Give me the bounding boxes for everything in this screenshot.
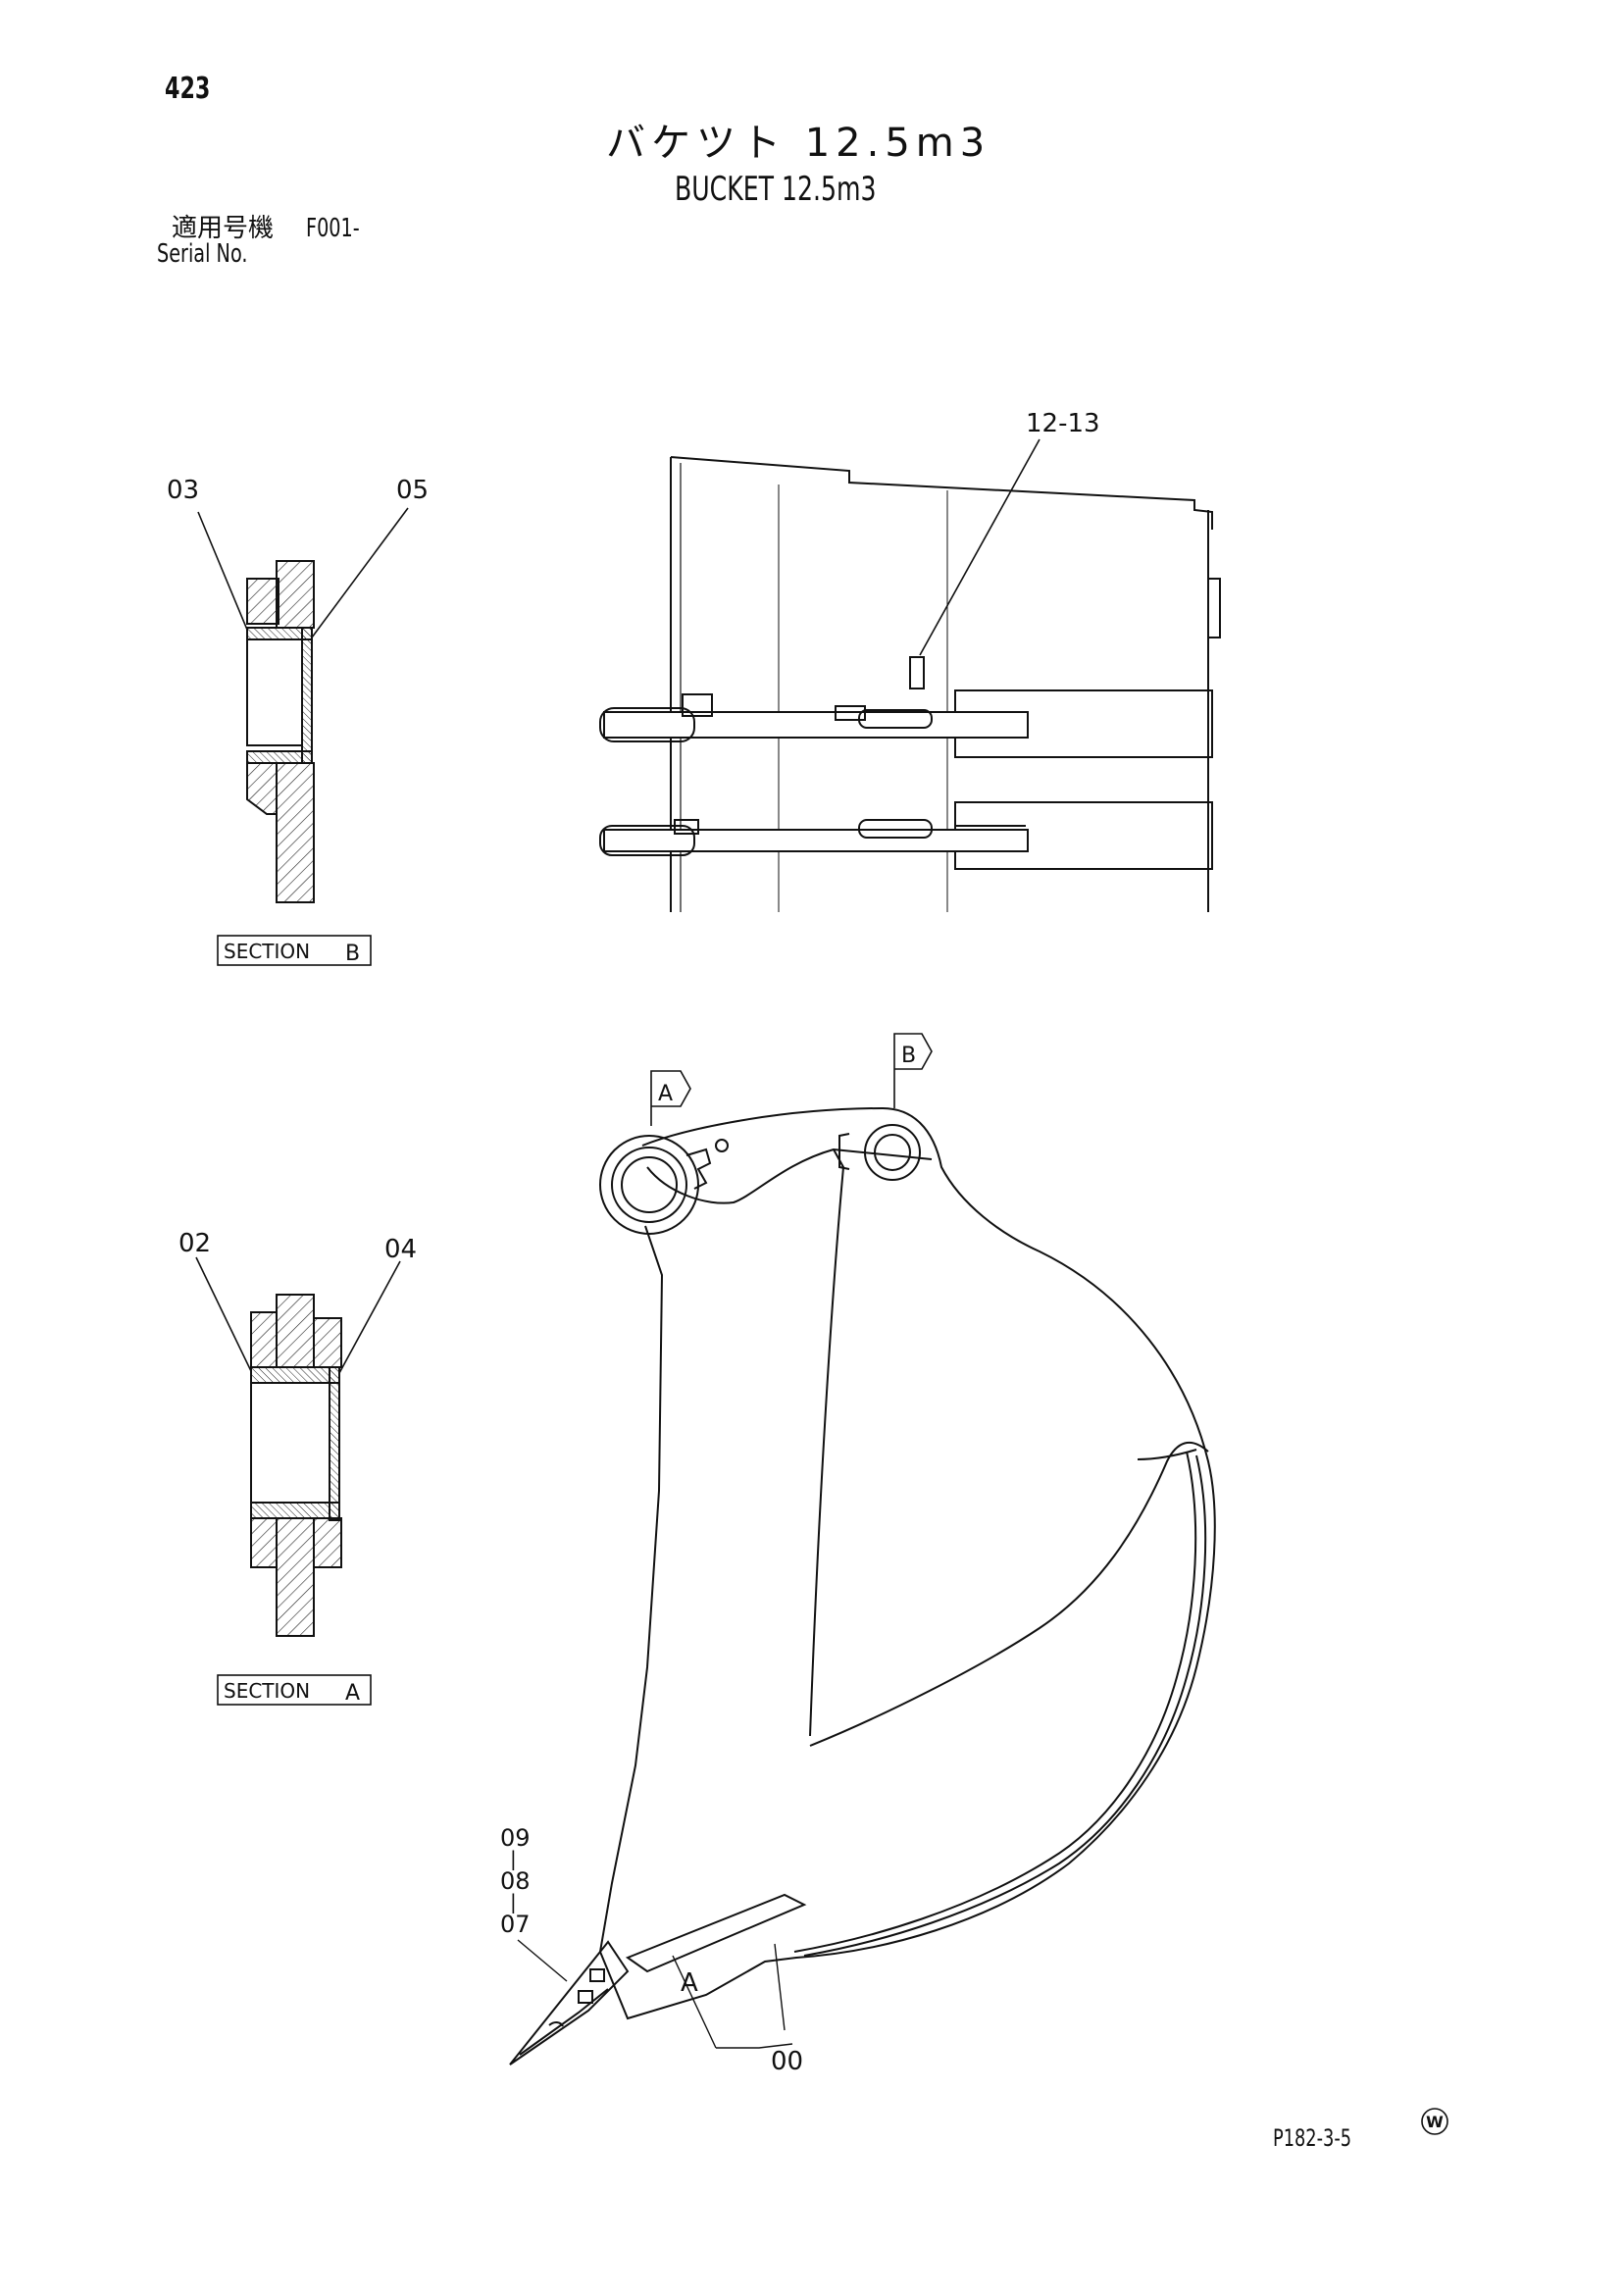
section-a-letter: A (345, 1681, 360, 1706)
bucket-top-view (599, 438, 1221, 912)
callout-09: 09 (500, 1824, 531, 1852)
section-a-detail (195, 1256, 401, 1706)
serial-label-english: Serial No. (157, 239, 248, 269)
serial-number-value: F001- (306, 214, 360, 243)
callout-00: 00 (771, 2047, 803, 2076)
section-b-letter: B (345, 942, 360, 966)
watermark-letter: W (1426, 2113, 1444, 2131)
callout-03: 03 (167, 476, 199, 505)
serial-label-japanese: 適用号機 (172, 214, 275, 243)
section-b-detail (197, 507, 409, 966)
callout-02: 02 (178, 1229, 211, 1258)
watermark-mark (1421, 2108, 1448, 2135)
section-marker-b: B (901, 1044, 916, 1068)
callout-07: 07 (500, 1911, 531, 1938)
callout-05: 05 (396, 476, 429, 505)
callout-04: 04 (384, 1235, 417, 1264)
drawing-code: P182-3-5 (1273, 2124, 1352, 2152)
callout-08: 08 (500, 1867, 531, 1895)
section-b-label: SECTION (224, 940, 310, 963)
section-marker-a-tooth: A (681, 1968, 698, 1998)
bucket-side-view (509, 1033, 1216, 2066)
callout-12-13: 12-13 (1026, 409, 1100, 438)
callout-separator-2: | (510, 1890, 517, 1913)
callout-separator-1: | (510, 1847, 517, 1870)
section-a-label: SECTION (224, 1679, 310, 1703)
title-japanese: バケツト 12.5m3 (606, 121, 991, 166)
title-english: BUCKET 12.5m3 (675, 170, 877, 209)
section-marker-a: A (658, 1082, 673, 1106)
page-number: 423 (165, 72, 211, 106)
